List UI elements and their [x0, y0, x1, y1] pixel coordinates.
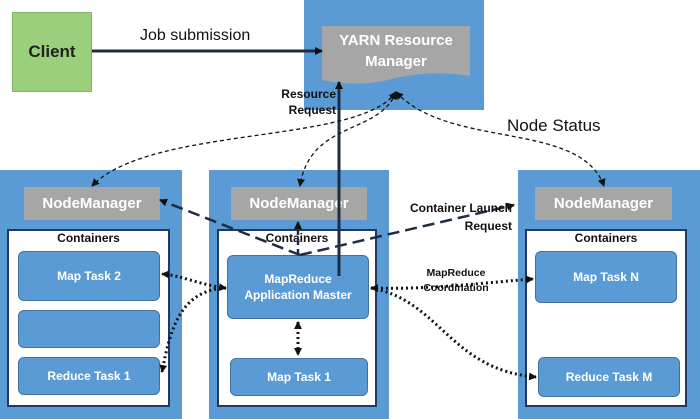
node-1-containers-label: Containers [57, 231, 120, 245]
container-launch-arrow-left [159, 198, 301, 257]
coordination-arrow-map-task-n [370, 275, 534, 293]
container-launch-request-label: Container Launch Request [409, 201, 512, 233]
client-box: Client [12, 12, 92, 92]
node-2-containers-label: Containers [265, 231, 329, 245]
node-status-arrow-1 [91, 91, 397, 187]
resource-manager-label: YARN Resource Manager [339, 32, 453, 70]
coordination-arrow-reduce-task-1 [159, 286, 227, 373]
application-master: MapReduce Application Master [227, 255, 369, 319]
map-task-n: Map Task N [535, 251, 677, 303]
node-status-label: Node Status [507, 116, 601, 135]
reduce-task-1: Reduce Task 1 [18, 357, 160, 395]
map-task-2: Map Task 2 [18, 251, 160, 301]
reduce-task-m: Reduce Task M [538, 357, 680, 397]
node-3-nodemanager: NodeManager [535, 187, 672, 220]
node-2-nodemanager: NodeManager [231, 187, 367, 220]
coordination-arrow-reduce-task-m [370, 286, 537, 381]
job-submission-label: Job submission [140, 27, 251, 44]
empty-task-slot [18, 310, 160, 348]
node-3-containers-label: Containers [574, 231, 638, 245]
node-1-nodemanager: NodeManager [24, 187, 160, 220]
resource-manager-document-shape [322, 26, 470, 84]
container-launch-arrow-right [299, 202, 515, 257]
resource-request-label: Resource Request [281, 87, 336, 117]
coordination-arrow-map-task-2 [161, 270, 227, 292]
client-label: Client [28, 42, 76, 61]
node-status-arrow-3 [395, 91, 606, 187]
map-task-1: Map Task 1 [230, 358, 368, 396]
node-status-arrow-2 [297, 91, 398, 187]
mapreduce-coordination-label: MapReduce Coordination [423, 267, 489, 294]
